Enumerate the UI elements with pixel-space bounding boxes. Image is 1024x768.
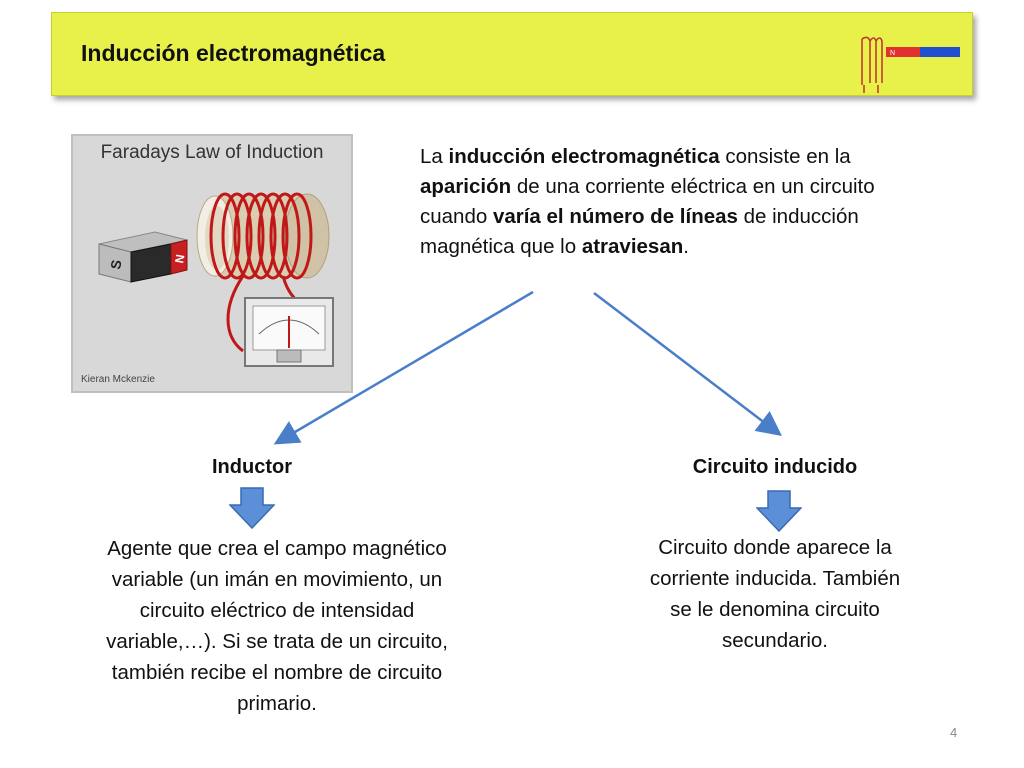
description-line: corriente inducida. También [610,563,940,594]
inductor-heading: Inductor [152,456,352,479]
page-number: 4 [950,725,957,740]
description-line: circuito eléctrico de intensidad [62,595,492,626]
arrow-to-inductor [278,292,533,442]
description-line: Circuito donde aparece la [610,532,940,563]
description-line: también recibe el nombre de circuito [62,657,492,688]
description-line: variable (un imán en movimiento, un [62,564,492,595]
inductor-description: Agente que crea el campo magnético varia… [62,533,492,719]
circuito-inducido-heading: Circuito inducido [660,456,890,479]
description-line: variable,…). Si se trata de un circuito, [62,626,492,657]
circuito-inducido-description: Circuito donde aparece la corriente indu… [610,532,940,656]
down-arrow-icon [229,487,275,529]
description-line: Agente que crea el campo magnético [62,533,492,564]
arrow-to-circuito-inducido [594,293,778,433]
description-line: se le denomina circuito [610,594,940,625]
down-arrow-icon [756,490,802,532]
description-line: primario. [62,688,492,719]
description-line: secundario. [610,625,940,656]
